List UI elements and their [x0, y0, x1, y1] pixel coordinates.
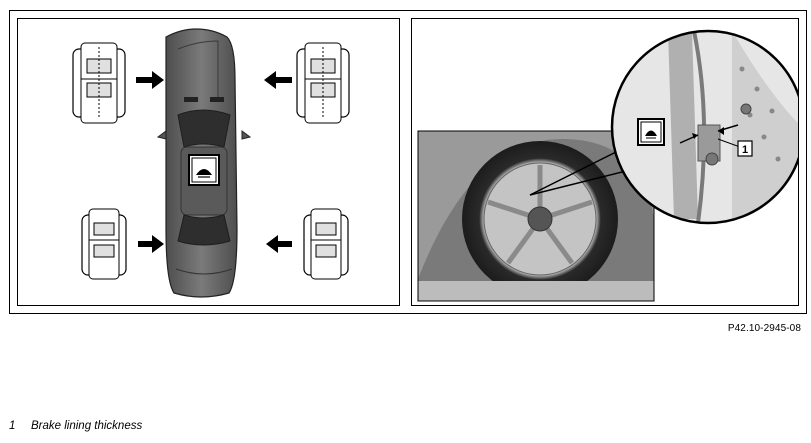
figure-frame: 1: [9, 10, 807, 314]
arrow-icon: [264, 71, 292, 89]
wheel-detail-illustration: 1: [417, 29, 798, 302]
eye-inspection-icon: [188, 154, 220, 186]
legend-number: 1: [9, 420, 16, 432]
legend-text: Brake lining thickness: [31, 420, 143, 432]
callout-label-1: 1: [737, 140, 753, 157]
wheel-detail-panel: 1: [411, 18, 799, 306]
legend-item: 1 Brake lining thickness: [9, 420, 142, 432]
lining-thickness-indicator: [679, 124, 741, 148]
brake-caliper-front-right: [296, 42, 350, 124]
brake-caliper-front-left: [72, 42, 126, 124]
eye-inspection-icon: [637, 118, 665, 146]
vehicle-overview-illustration: [72, 28, 350, 298]
arrow-icon: [266, 235, 292, 253]
arrow-icon: [138, 235, 164, 253]
vehicle-overview-panel: [17, 18, 400, 306]
brake-caliper-rear-right: [303, 208, 349, 280]
brake-caliper-rear-left: [81, 208, 127, 280]
svg-text:1: 1: [742, 144, 748, 156]
arrow-icon: [136, 71, 164, 89]
figure-code: P42.10-2945-08: [727, 323, 801, 334]
